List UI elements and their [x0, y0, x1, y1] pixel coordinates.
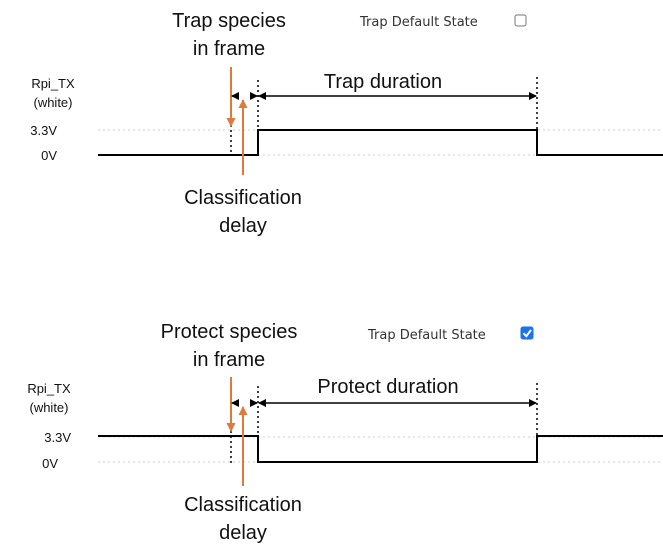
- checkbox-label: Trap Default State: [367, 328, 486, 343]
- checkbox-label: Trap Default State: [359, 15, 478, 30]
- signal-name-line1: Rpi_TX: [27, 381, 71, 396]
- event-label-line1: Protect species: [161, 321, 298, 343]
- level-low-label: 0V: [41, 148, 57, 163]
- duration-label: Protect duration: [317, 376, 458, 398]
- delay-label-line1: Classification: [184, 187, 302, 209]
- checkbox-box[interactable]: [520, 326, 534, 340]
- level-high-label: 3.3V: [30, 123, 57, 138]
- panel-protect: Protect species in frame Trap Default St…: [27, 321, 663, 544]
- trap-default-state-checkbox[interactable]: [514, 14, 527, 27]
- signal-name-line2: (white): [29, 400, 68, 415]
- delay-label-line2: delay: [219, 522, 267, 544]
- event-label-line2: in frame: [193, 38, 265, 60]
- event-label-line1: Trap species: [172, 10, 286, 32]
- level-high-label: 3.3V: [44, 430, 71, 445]
- level-low-label: 0V: [42, 456, 58, 471]
- trap-default-state-checkbox[interactable]: [520, 326, 534, 340]
- event-label-line2: in frame: [193, 349, 265, 371]
- panel-trap: Trap species in frame Trap Default State…: [30, 10, 663, 237]
- signal-name-line2: (white): [33, 95, 72, 110]
- duration-label: Trap duration: [324, 71, 442, 93]
- signal-waveform: [98, 129, 663, 156]
- delay-label-line2: delay: [219, 215, 267, 237]
- delay-label-line1: Classification: [184, 494, 302, 516]
- checkmark-icon: [522, 329, 532, 338]
- signal-name-line1: Rpi_TX: [31, 76, 75, 91]
- signal-waveform: [98, 435, 663, 463]
